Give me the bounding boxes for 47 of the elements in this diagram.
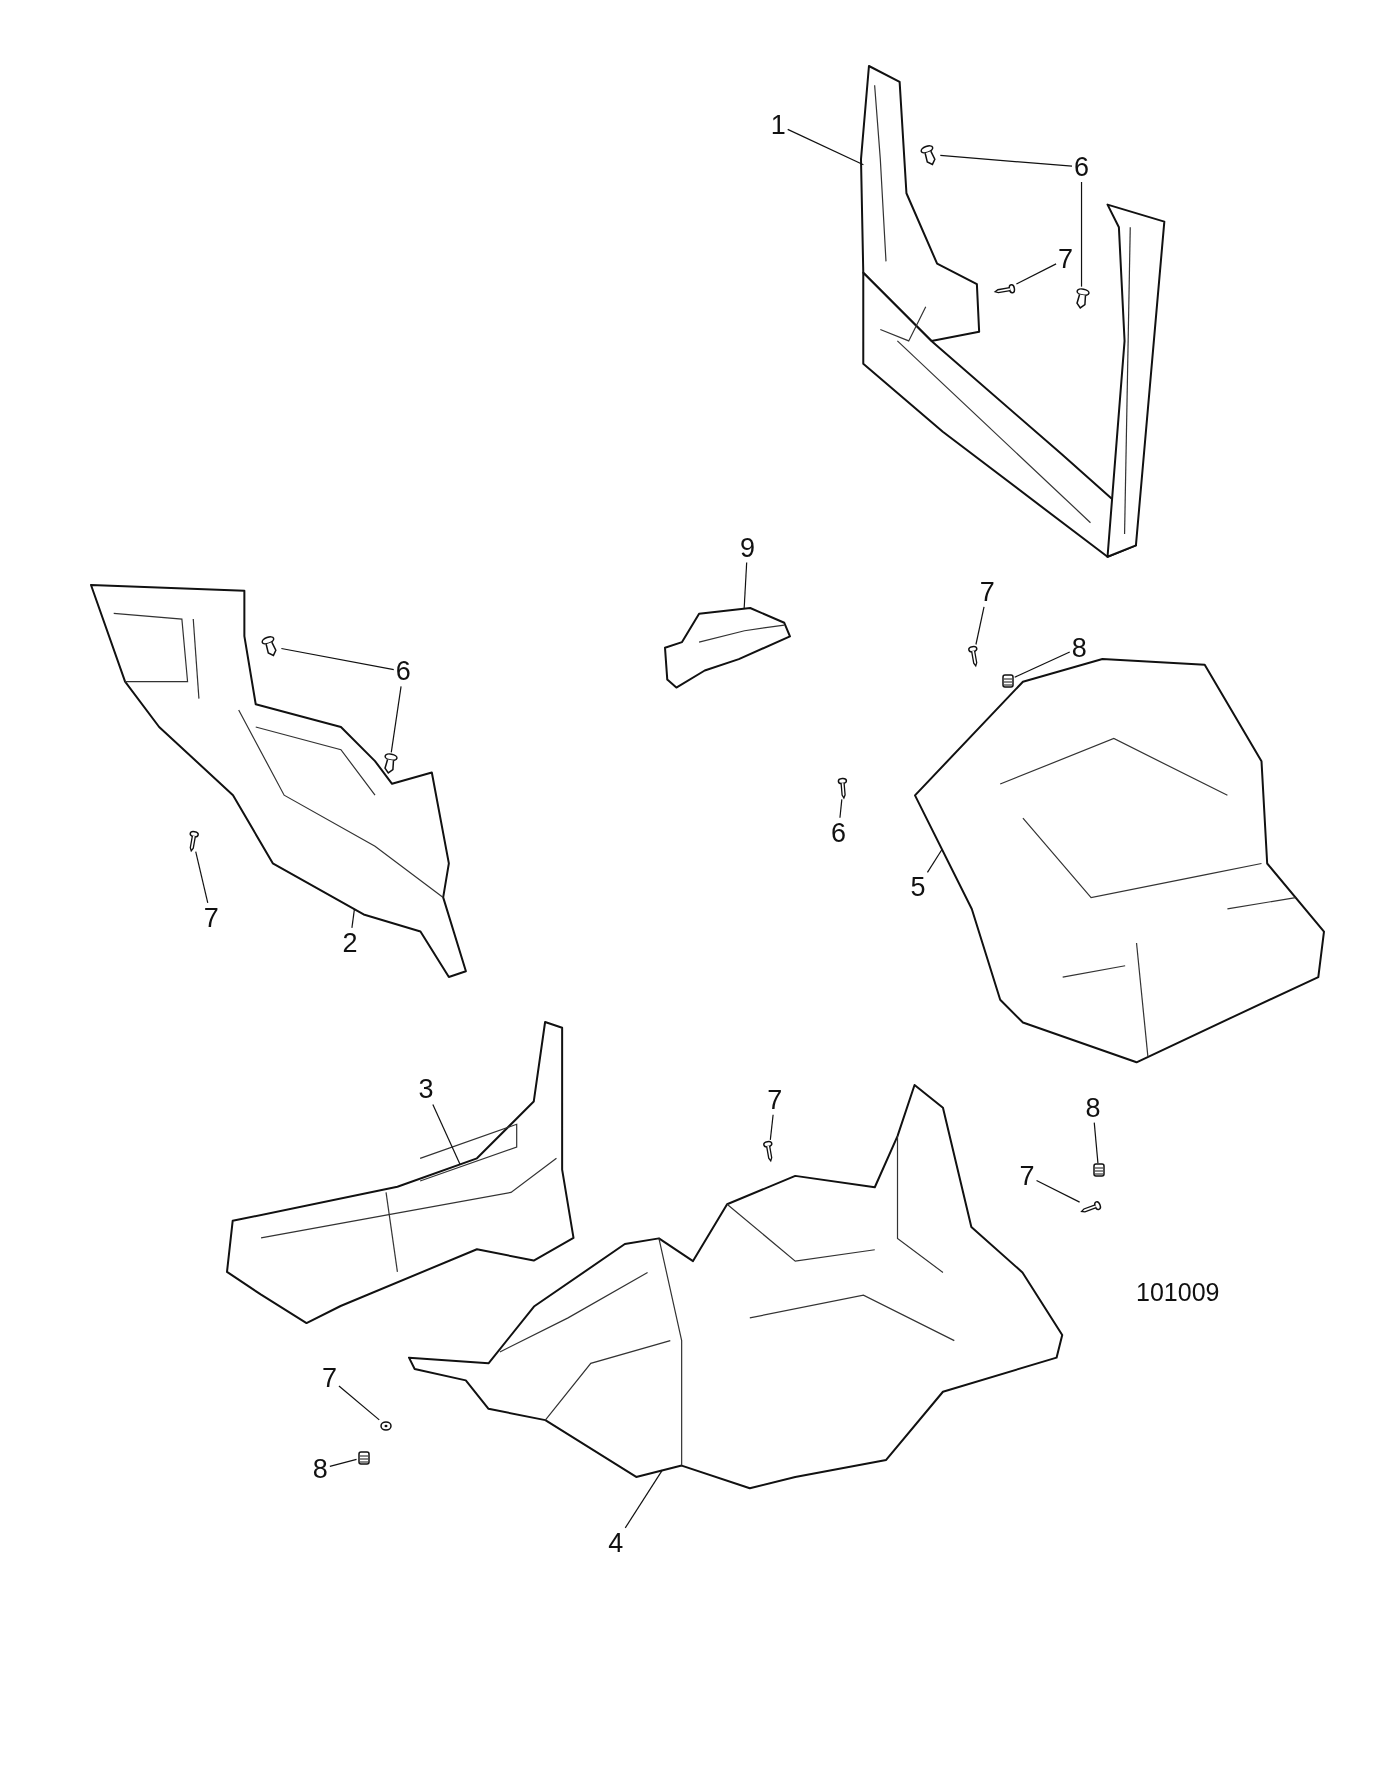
callout-number: 1 — [768, 109, 788, 140]
leader-line — [839, 798, 843, 819]
callout-number: 2 — [340, 927, 360, 958]
drawing-number: 101009 — [1136, 1278, 1220, 1308]
leader-line — [787, 128, 864, 166]
side-panel-drawing — [227, 1022, 574, 1324]
callout-number: 7 — [319, 1363, 339, 1394]
leader-line — [351, 908, 356, 929]
callout-number: 4 — [606, 1527, 626, 1558]
nut-icon — [356, 1450, 371, 1465]
callout-number: 7 — [765, 1084, 785, 1115]
leader-line — [1014, 651, 1071, 678]
callout-number: 8 — [1083, 1092, 1103, 1123]
leader-line — [926, 849, 943, 873]
leader-line — [329, 1458, 358, 1467]
callout-number: 7 — [977, 576, 997, 607]
bracket-drawing — [664, 607, 790, 688]
leader-line — [195, 851, 209, 904]
callout-number: 7 — [1056, 244, 1076, 274]
side-panel-drawing — [90, 585, 466, 977]
leader-line — [390, 685, 402, 753]
leader-line — [1035, 1179, 1081, 1203]
callout-number: 7 — [201, 902, 221, 933]
callout-number: 6 — [828, 817, 848, 848]
callout-number: 8 — [310, 1453, 330, 1484]
callout-number: 7 — [1017, 1160, 1037, 1191]
callout-number: 6 — [1072, 152, 1092, 182]
leader-line — [769, 1114, 774, 1141]
leader-line — [432, 1103, 461, 1166]
callout-number: 9 — [738, 532, 758, 563]
leader-line — [280, 647, 395, 671]
callout-number: 3 — [416, 1074, 436, 1105]
callout-number: 8 — [1069, 632, 1089, 663]
floor-panel-drawing — [861, 65, 1165, 557]
leader-line — [1015, 263, 1057, 285]
callout-number: 6 — [393, 656, 413, 687]
leader-line — [338, 1385, 380, 1421]
washer-icon — [379, 1418, 394, 1433]
nut-icon — [1091, 1163, 1106, 1178]
leader-line — [624, 1469, 663, 1529]
leader-line — [1093, 1122, 1099, 1164]
callout-number: 5 — [908, 872, 928, 903]
leader-line — [939, 154, 1073, 167]
leader-line — [743, 562, 748, 610]
leader-line — [975, 606, 985, 646]
leader-line — [1080, 181, 1083, 288]
nut-icon — [1000, 673, 1015, 688]
